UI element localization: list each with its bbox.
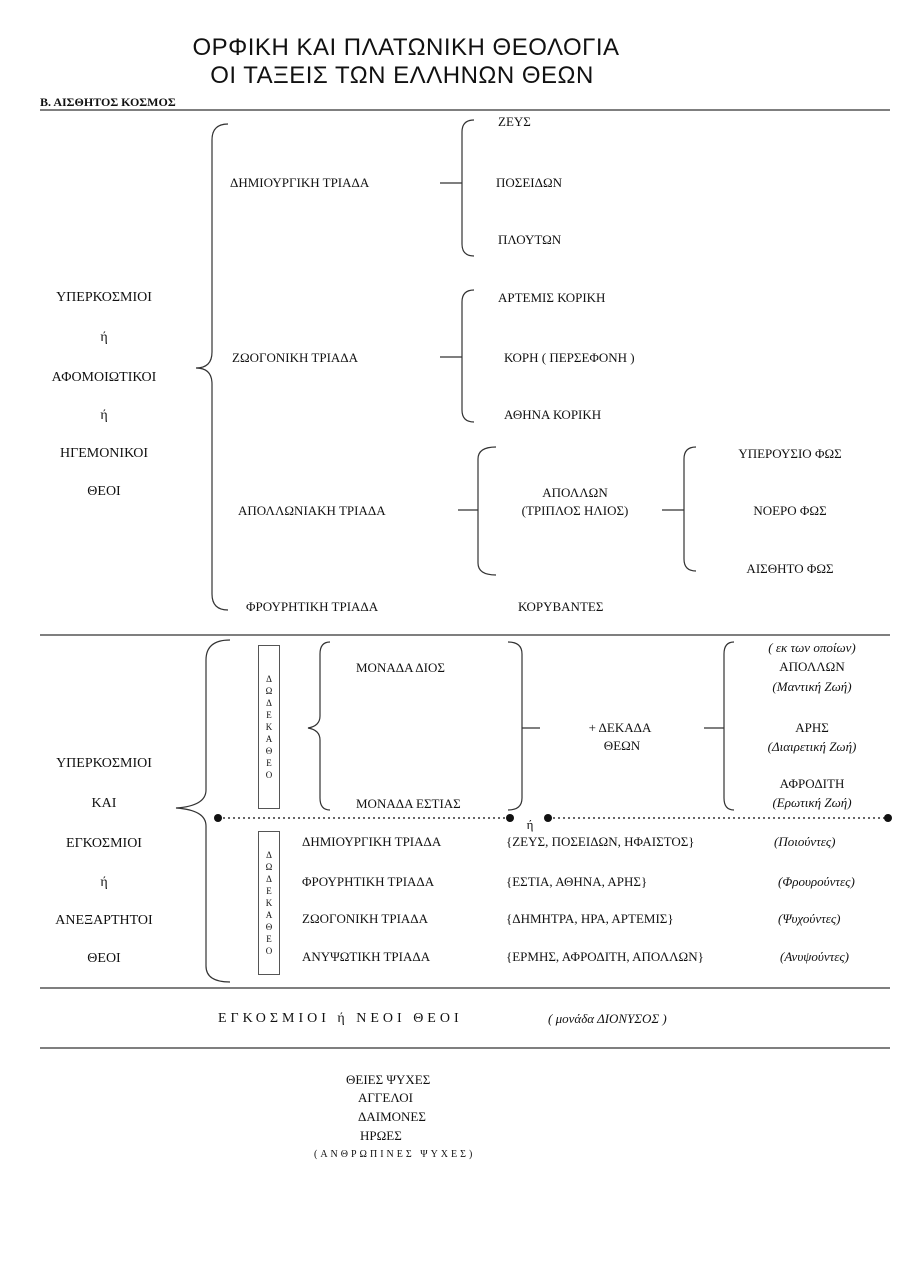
zoogoniki-member-2: ΚΟΡΗ ( ΠΕΡΣΕΦΟΝΗ ) (504, 350, 635, 365)
apolloniaki-bracket (477, 446, 497, 576)
zoogoniki-bracket (461, 289, 475, 423)
dot-left (214, 814, 222, 822)
middle-group-label-5: ΑΝΕΞΑΡΤΗΤΟΙ (55, 913, 153, 928)
middle-group-label-6: ΘΕΟΙ (87, 951, 121, 966)
egkosmioi-note: ( μονάδα ΔΙΟΝΥΣΟΣ ) (548, 1011, 667, 1026)
middle-triad-members-2: {ΕΣΤΙΑ, ΑΘΗΝΑ, ΑΡΗΣ} (506, 874, 648, 889)
demiourgiki-member-3: ΠΛΟΥΤΩΝ (498, 232, 562, 247)
dodekatheo-box-bottom: Δ Ω Δ Ε Κ Α Θ Ε Ο (258, 831, 280, 975)
apolloniaki-triad-label: ΑΠΟΛΛΩΝΙΑΚΗ ΤΡΙΑΔΑ (238, 503, 386, 518)
demiourgiki-triad-label: ΔΗΜΙΟΥΡΓΙΚΗ ΤΡΙΑΔΑ (230, 175, 370, 190)
soul-3: ΔΑΙΜΟΝΕΣ (358, 1109, 426, 1124)
middle-triad-members-1: {ΖΕΥΣ, ΠΟΣΕΙΔΩΝ, ΗΦΑΙΣΤΟΣ} (506, 834, 695, 849)
upper-main-brace (195, 123, 229, 611)
light-3: ΑΙΣΘΗΤΟ ΦΩΣ (746, 561, 834, 576)
upper-group-label-4: ή (100, 408, 108, 423)
dekada-line2: ΘΕΩΝ (603, 738, 641, 753)
middle-triad-label-3: ΖΩΟΓΟΝΙΚΗ ΤΡΙΑΔΑ (302, 911, 429, 926)
middle-group-label-2: ΚΑΙ (91, 796, 117, 811)
apolloniaki-member-line2: (ΤΡΙΠΛΟΣ ΗΛΙΟΣ) (521, 503, 629, 518)
frourhtiki-member: ΚΟΡΥΒΑΝΤΕΣ (518, 599, 604, 614)
soul-2: ΑΓΓΕΛΟΙ (358, 1090, 413, 1105)
dot-center-right (544, 814, 552, 822)
upper-group-label-5: ΗΓΕΜΟΝΙΚΟΙ (59, 446, 149, 461)
soul-human: (ΑΝΘΡΩΠΙΝΕΣ ΨΥΧΕΣ) (314, 1149, 476, 1160)
god-afrodite: ΑΦΡΟΔΙΤΗ (779, 776, 845, 791)
middle-group-label-3: ΕΓΚΟΣΜΙΟΙ (66, 836, 142, 851)
soul-1: ΘΕΙΕΣ ΨΥΧΕΣ (346, 1072, 431, 1087)
upper-group-label-3: ΑΦΟΜΟΙΩΤΙΚΟΙ (51, 370, 157, 385)
monada-estias: ΜΟΝΑΔΑ ΕΣΤΙΑΣ (356, 796, 461, 811)
demiourgiki-member-2: ΠΟΣΕΙΔΩΝ (496, 175, 563, 190)
god-apollon-life: (Μαντική Ζωή) (772, 679, 852, 694)
monada-right-bracket (507, 641, 523, 811)
dot-right (884, 814, 892, 822)
middle-triad-label-2: ΦΡΟΥΡΗΤΙΚΗ ΤΡΙΑΔΑ (302, 874, 435, 889)
middle-group-label-4: ή (100, 875, 108, 890)
light-1: ΥΠΕΡΟΥΣΙΟ ΦΩΣ (738, 446, 842, 461)
title-line2: ΟΙ ΤΑΞΕΙΣ ΤΩΝ ΕΛΛΗΝΩΝ ΘΕΩΝ (210, 62, 594, 89)
middle-main-brace (175, 639, 231, 983)
monada-left-brace (307, 641, 331, 811)
light-2: ΝΟΕΡΟ ΦΩΣ (753, 503, 827, 518)
middle-triad-label-4: ΑΝΥΨΩΤΙΚΗ ΤΡΙΑΔΑ (302, 949, 431, 964)
gods-bracket (723, 641, 735, 811)
middle-triad-label-1: ΔΗΜΙΟΥΡΓΙΚΗ ΤΡΙΑΔΑ (302, 834, 442, 849)
soul-4: ΗΡΩΕΣ (360, 1128, 402, 1143)
upper-group-label-2: ή (100, 330, 108, 345)
apolloniaki-member-line1: ΑΠΟΛΛΩΝ (542, 485, 608, 500)
demiourgiki-member-1: ΖΕΥΣ (498, 114, 531, 129)
middle-triad-role-3: (Ψυχούντες) (778, 911, 841, 926)
or-label: ή (526, 817, 534, 832)
upper-group-label-6: ΘΕΟΙ (87, 484, 121, 499)
zoogoniki-member-1: ΑΡΤΕΜΙΣ ΚΟΡΙΚΗ (498, 290, 606, 305)
lights-bracket (683, 446, 697, 572)
dodekatheo-box-top: Δ Ω Δ Ε Κ Α Θ Ε Ο (258, 645, 280, 809)
middle-triad-role-2: (Φρουρούντες) (778, 874, 855, 889)
demiourgiki-bracket (461, 119, 475, 257)
frourhtiki-triad-label: ΦΡΟΥΡΗΤΙΚΗ ΤΡΙΑΔΑ (246, 599, 379, 614)
dekada-line1: + ΔΕΚΑΔΑ (588, 720, 652, 735)
god-ares-life: (Διαιρετική Ζωή) (767, 739, 857, 754)
middle-triad-role-1: (Ποιούντες) (774, 834, 836, 849)
middle-triad-members-4: {ΕΡΜΗΣ, ΑΦΡΟΔΙΤΗ, ΑΠΟΛΛΩΝ} (506, 949, 704, 964)
section-label: Β. ΑΙΣΘΗΤΟΣ ΚΟΣΜΟΣ (40, 95, 176, 109)
god-afrodite-life: (Ερωτική Ζωή) (772, 795, 852, 810)
dot-center (506, 814, 514, 822)
zoogoniki-triad-label: ΖΩΟΓΟΝΙΚΗ ΤΡΙΑΔΑ (232, 350, 359, 365)
god-apollon: ΑΠΟΛΛΩΝ (779, 659, 845, 674)
middle-triad-role-4: (Ανυψούντες) (780, 949, 849, 964)
middle-triad-members-3: {ΔΗΜΗΤΡΑ, ΗΡΑ, ΑΡΤΕΜΙΣ} (506, 911, 674, 926)
egkosmioi-label: ΕΓΚΟΣΜΙΟΙ ή ΝΕΟΙ ΘΕΟΙ (218, 1011, 463, 1026)
middle-group-label-1: ΥΠΕΡΚΟΣΜΙΟΙ (56, 756, 152, 771)
of-whom: ( εκ των οποίων) (768, 640, 856, 655)
monada-dios: ΜΟΝΑΔΑ ΔΙΟΣ (356, 660, 445, 675)
title-line1: ΟΡΦΙΚΗ ΚΑΙ ΠΛΑΤΩΝΙΚΗ ΘΕΟΛΟΓΙΑ (192, 34, 620, 61)
zoogoniki-member-3: ΑΘΗΝΑ ΚΟΡΙΚΗ (504, 407, 602, 422)
upper-group-label-1: ΥΠΕΡΚΟΣΜΙΟΙ (56, 290, 152, 305)
god-ares: ΑΡΗΣ (795, 720, 829, 735)
